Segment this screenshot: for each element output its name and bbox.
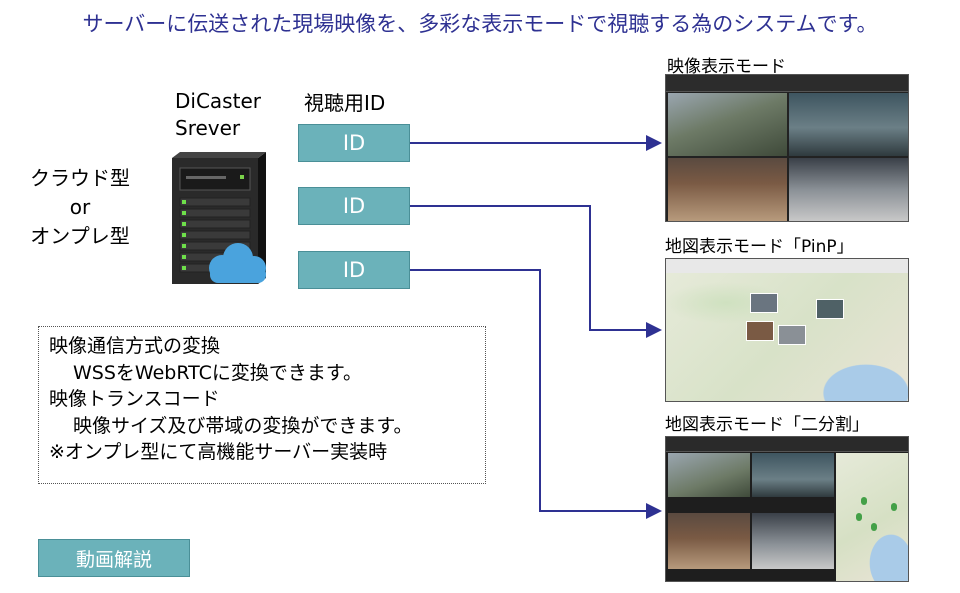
notes-line-4: 映像サイズ及び帯域の変換ができます。 [73, 414, 413, 437]
viewing-id-heading: 視聴用ID [304, 91, 386, 115]
split-mode-caption: 地図表示モード「二分割」 [665, 415, 869, 435]
deployment-type: クラウド型 or オンプレ型 [30, 164, 130, 251]
server-name-line1: DiCaster [175, 89, 261, 113]
page-title: サーバーに伝送された現場映像を、多彩な表示モードで視聴する為のシステムです。 [82, 12, 878, 36]
notes-line-1: 映像通信方式の変換 [49, 335, 221, 357]
feature-notes: 映像通信方式の変換 WSSをWebRTCに変換できます。 映像トランスコード 映… [38, 326, 486, 484]
video-explanation-button[interactable]: 動画解説 [38, 539, 190, 577]
split-mode-screenshot [665, 436, 909, 582]
deployment-cloud: クラウド型 [30, 166, 130, 190]
server-name: DiCaster Srever [175, 88, 261, 142]
id-box-1: ID [298, 124, 410, 162]
video-mode-screenshot [665, 74, 909, 222]
id-box-3: ID [298, 251, 410, 289]
video-mode-caption: 映像表示モード [667, 57, 786, 77]
deployment-onprem: オンプレ型 [30, 224, 130, 248]
pinp-mode-screenshot [665, 258, 909, 402]
pinp-mode-caption: 地図表示モード「PinP」 [665, 237, 854, 257]
notes-line-5: ※オンプレ型にて高機能サーバー実装時 [49, 441, 388, 463]
notes-line-2: WSSをWebRTCに変換できます。 [73, 361, 363, 384]
id-box-2: ID [298, 187, 410, 225]
server-name-line2: Srever [175, 116, 241, 140]
deployment-or: or [69, 195, 91, 219]
arrow-to-pinp-mode [410, 205, 662, 338]
notes-line-3: 映像トランスコード [49, 388, 220, 410]
